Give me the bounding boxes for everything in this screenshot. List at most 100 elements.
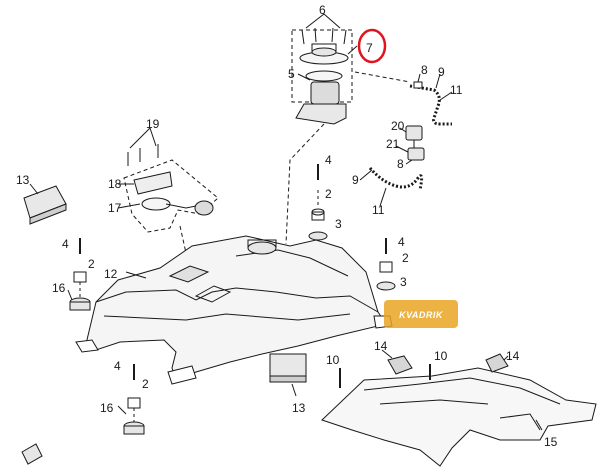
leader-16b xyxy=(117,405,127,415)
watermark-text: KVADRIK xyxy=(399,310,444,320)
callout-4c: 4 xyxy=(62,237,69,251)
leader-8a xyxy=(417,73,421,83)
leader-14b xyxy=(503,355,509,361)
regulator-assembly xyxy=(395,125,425,165)
sensor-gasket xyxy=(141,197,171,211)
leader-6a xyxy=(305,13,325,29)
leader-9b xyxy=(359,169,373,181)
leader-9a xyxy=(435,73,441,89)
sensor-float-arm xyxy=(165,203,197,209)
pump-screw-4 xyxy=(343,29,347,45)
callout-14a: 14 xyxy=(374,339,388,353)
leader-19b xyxy=(149,127,157,147)
callout-3a: 3 xyxy=(335,217,342,231)
callout-9b: 9 xyxy=(352,173,359,187)
buffer-14-left xyxy=(387,355,413,375)
highlight-circle xyxy=(357,28,387,64)
callout-16b: 16 xyxy=(100,401,114,415)
fitting-21 xyxy=(407,147,425,161)
tank-mount-left xyxy=(75,339,99,353)
regulator-20 xyxy=(405,125,423,141)
front-pad-13 xyxy=(269,353,307,397)
callout-9a: 9 xyxy=(438,65,445,79)
callout-2b: 2 xyxy=(402,251,409,265)
pad-front-side xyxy=(269,375,307,383)
skid-plate-ridge-2 xyxy=(379,399,489,405)
callout-6: 6 xyxy=(319,3,326,17)
callout-4b: 4 xyxy=(398,235,405,249)
pump-cap xyxy=(311,47,337,57)
leader-14a xyxy=(381,349,393,359)
sensor-dashed-outline xyxy=(123,159,219,233)
sensor-float xyxy=(194,200,214,216)
pump-strainer xyxy=(295,103,347,125)
stack-upper-center xyxy=(308,164,328,241)
pump-top xyxy=(311,43,337,52)
callout-11b: 11 xyxy=(372,203,385,217)
washer-2-uc-body xyxy=(311,211,325,221)
callout-3b: 3 xyxy=(400,275,407,289)
leader-17 xyxy=(117,203,141,209)
pump-screw-2 xyxy=(314,27,317,43)
callout-10b: 10 xyxy=(434,349,448,363)
leader-12 xyxy=(125,271,147,279)
callout-16a: 16 xyxy=(52,281,66,295)
grommet-16-l-body xyxy=(69,301,91,311)
callout-labels: 6 7 5 8 9 11 20 21 8 9 11 19 18 17 13 4 … xyxy=(16,3,558,449)
grommet-3-r xyxy=(376,281,396,291)
callout-11a: 11 xyxy=(450,83,463,97)
tank-filler-neck xyxy=(247,241,277,255)
callout-13b: 13 xyxy=(292,401,306,415)
skid-plate-body xyxy=(321,367,597,467)
pump-to-tank-line xyxy=(285,123,325,245)
fuel-pump-assembly xyxy=(291,13,358,125)
fuel-hose-lower xyxy=(359,167,424,207)
callout-20: 20 xyxy=(391,119,405,133)
kvadrik-watermark: KVADRIK xyxy=(384,300,458,328)
pump-gasket xyxy=(305,70,343,82)
callout-18: 18 xyxy=(108,177,122,191)
hose-dash-link xyxy=(354,71,411,83)
tank-mid-ridge xyxy=(103,313,351,321)
callout-2d: 2 xyxy=(142,377,149,391)
callout-2a: 2 xyxy=(325,187,332,201)
callout-17: 17 xyxy=(108,201,122,215)
leader-19a xyxy=(129,127,151,149)
callout-8a: 8 xyxy=(421,63,428,77)
leader-20 xyxy=(399,127,407,133)
level-sensor-assembly xyxy=(117,127,219,233)
washer-2-ll xyxy=(127,397,141,409)
stack-lower-left xyxy=(117,364,145,435)
leader-11b xyxy=(379,187,387,207)
skid-plate-15 xyxy=(321,367,597,467)
leader-21 xyxy=(395,145,409,153)
skid-plate-ridge xyxy=(363,377,561,405)
skid-plate-tab xyxy=(499,413,541,431)
pad-left-side xyxy=(29,203,67,225)
tank-sensor-opening xyxy=(168,265,210,283)
connector-part xyxy=(21,443,43,465)
stack-left xyxy=(67,238,91,311)
callout-7: 7 xyxy=(366,41,373,55)
callout-12: 12 xyxy=(104,267,118,281)
callout-19: 19 xyxy=(146,117,160,131)
leader-13b xyxy=(291,383,297,397)
leader-11a xyxy=(439,91,453,101)
pump-body xyxy=(310,81,340,105)
leader-5 xyxy=(297,73,311,81)
leader-7 xyxy=(347,45,358,55)
stack-right xyxy=(376,238,396,291)
sensor-plate-18 xyxy=(133,171,173,195)
callout-8b: 8 xyxy=(397,157,404,171)
buffer-14-right xyxy=(485,353,509,373)
grommet-3-uc xyxy=(308,231,328,241)
pump-screw-3 xyxy=(331,27,334,43)
hose-clamp-8 xyxy=(413,81,423,89)
washer-2-r xyxy=(379,261,393,273)
callout-21: 21 xyxy=(386,137,400,151)
callout-14b: 14 xyxy=(506,349,520,363)
left-pad-13 xyxy=(23,183,67,225)
leader-13a xyxy=(29,183,39,195)
